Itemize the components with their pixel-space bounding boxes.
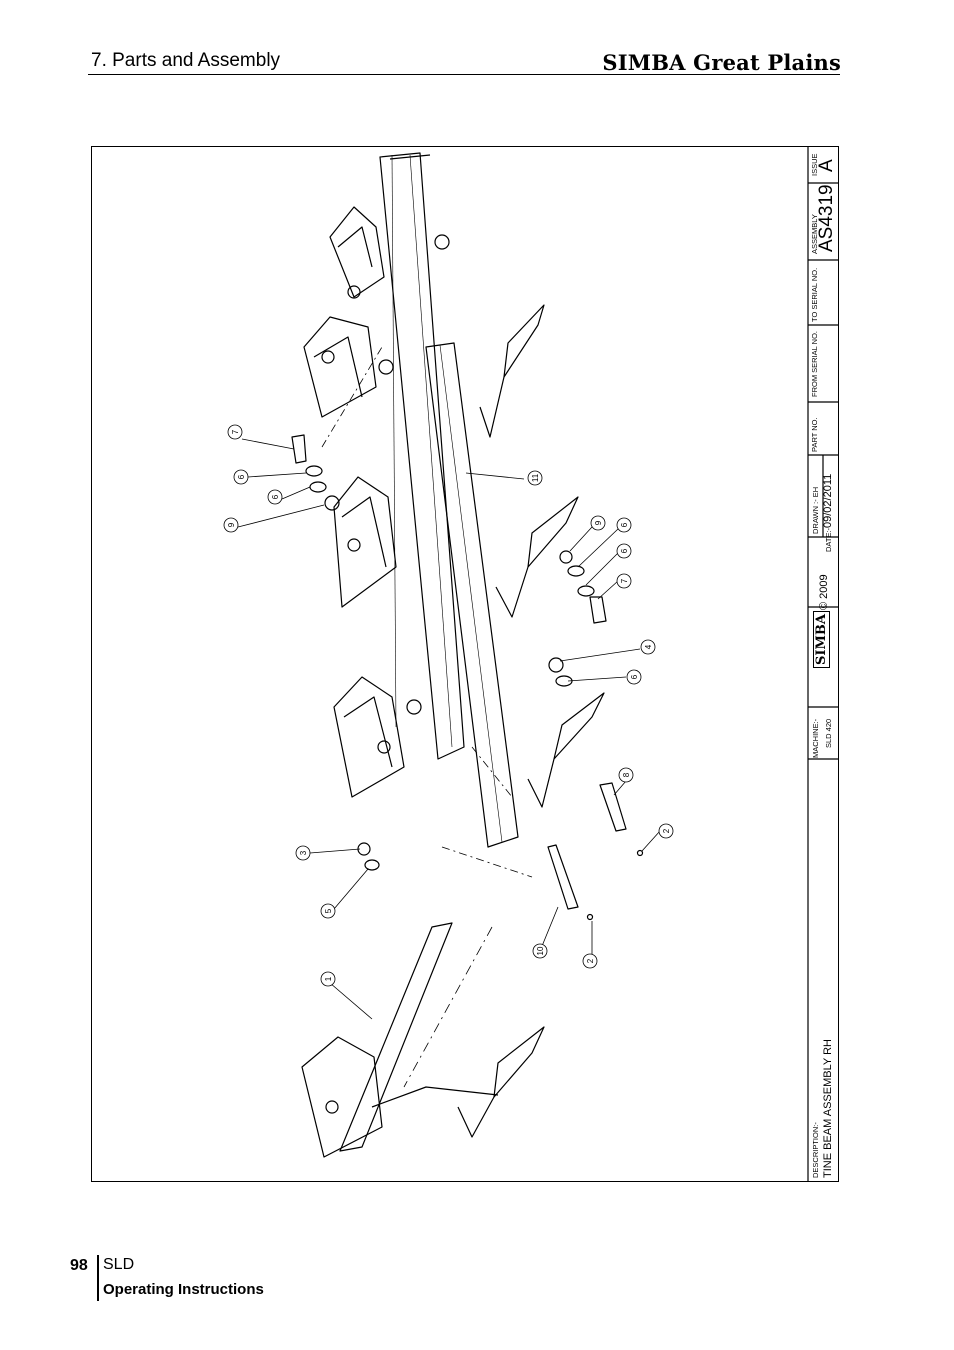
washer-5 (364, 859, 380, 871)
callout-number: 11 (531, 473, 540, 482)
callout-number: 10 (536, 946, 545, 955)
callout-7b (616, 573, 632, 589)
callout-6d (616, 543, 632, 559)
washer-6b (309, 481, 327, 493)
assembly-value: AS4319 (816, 184, 837, 252)
callout-number: 3 (299, 850, 308, 855)
callout-6a (233, 469, 249, 485)
callout-number: 6 (620, 522, 629, 527)
washer-6d (577, 585, 595, 597)
tine-unit-4 (333, 676, 422, 798)
date-value: 09/02/2011 (822, 473, 834, 528)
callout-2a (658, 823, 674, 839)
clip-2b (586, 913, 594, 921)
callout-2b (582, 953, 598, 969)
clip-2a (636, 849, 644, 857)
tine-unit-3 (333, 476, 397, 608)
description-label: DESCRIPTION:- (811, 1122, 820, 1178)
callout-number: 9 (227, 522, 236, 527)
callout-number: 7 (231, 429, 240, 434)
part-no-label: PART NO. (810, 417, 819, 452)
tine-unit-2 (303, 316, 394, 418)
nut-4 (548, 657, 564, 673)
footer-model: SLD (103, 1256, 135, 1273)
drawing-frame (91, 146, 839, 1182)
issue-value: A (816, 159, 837, 172)
pin-10 (547, 844, 579, 910)
callout-4 (640, 639, 656, 655)
washer-6a (305, 465, 323, 477)
copyright: © 2009 (818, 574, 830, 610)
date-label: DATE:- (824, 527, 833, 552)
callout-number: 6 (237, 474, 246, 479)
from-serial-label: FROM SERIAL NO. (810, 331, 819, 397)
callout-3 (295, 845, 311, 861)
bolt-7-right (589, 596, 607, 624)
callout-11 (527, 470, 543, 486)
description-value: TINE BEAM ASSEMBLY RH (822, 1039, 834, 1178)
callout-7a (227, 424, 243, 440)
callout-number: 6 (271, 494, 280, 499)
section-title: 7. Parts and Assembly (91, 50, 281, 71)
callout-number: 7 (620, 578, 629, 583)
callout-8 (618, 767, 634, 783)
main-beam (379, 152, 465, 760)
callout-number: 2 (586, 958, 595, 963)
callout-number: 6 (630, 674, 639, 679)
footer-subtitle: Operating Instructions (103, 1281, 264, 1298)
callout-6e (626, 669, 642, 685)
brand-logo: SIMBA Great Plains (602, 50, 841, 75)
header-rule (88, 74, 840, 75)
tine-unit-1 (329, 206, 450, 299)
callout-number: 8 (622, 772, 631, 777)
assembly-drawing: 7 6 6 9 11 9 6 6 7 4 6 8 2 3 5 10 2 1 (223, 147, 838, 1181)
tine-point-4 (457, 1026, 545, 1138)
callout-6c (616, 517, 632, 533)
washer-6c (567, 565, 585, 577)
separate-beam (339, 922, 453, 1152)
footer-divider (97, 1255, 99, 1301)
callout-number: 5 (324, 908, 333, 913)
pin-8 (599, 782, 627, 832)
machine-value: SLD 420 (824, 718, 833, 748)
callout-1 (320, 971, 336, 987)
callout-9b (590, 515, 606, 531)
callout-10 (532, 943, 548, 959)
second-beam (425, 342, 519, 848)
machine-label: MACHINE:- (811, 718, 820, 758)
nut-9-left (324, 495, 340, 511)
to-serial-label: TO SERIAL NO. (810, 267, 819, 322)
callout-number: 2 (662, 828, 671, 833)
nut-9-right (559, 550, 573, 564)
tine-point-3 (527, 692, 605, 808)
callout-6b (267, 489, 283, 505)
tine-point-1 (479, 304, 545, 438)
page-number: 98 (70, 1257, 88, 1274)
callout-9a (223, 517, 239, 533)
callout-number: 1 (324, 976, 333, 981)
callout-number: 6 (620, 548, 629, 553)
simba-logo: SIMBA (813, 611, 830, 668)
callout-number: 9 (594, 520, 603, 525)
tine-point-2 (495, 496, 579, 618)
callout-5 (320, 903, 336, 919)
callout-number: 4 (644, 644, 653, 649)
drawn-label: DRAWN :- EH (811, 486, 820, 534)
bolt-7-left (291, 434, 307, 464)
